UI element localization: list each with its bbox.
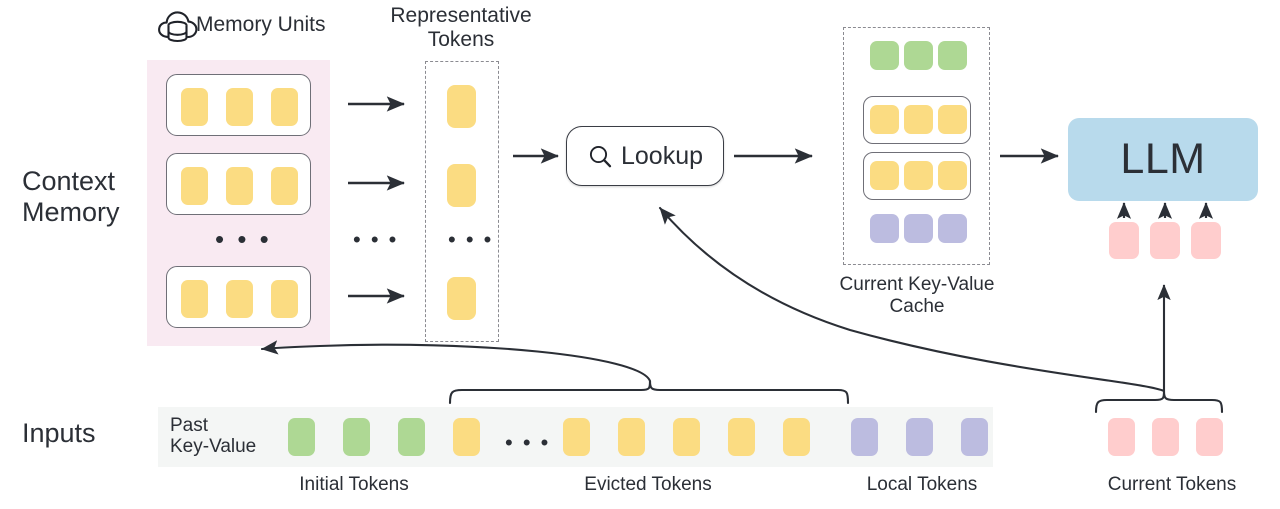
kv-token bbox=[870, 41, 899, 70]
input-token-evicted bbox=[783, 418, 810, 456]
kv-token bbox=[938, 105, 967, 134]
kv-token bbox=[904, 41, 933, 70]
input-token-current bbox=[1152, 418, 1179, 456]
current-token-into-llm bbox=[1109, 222, 1139, 259]
input-token-evicted bbox=[453, 418, 480, 456]
kv-token bbox=[938, 161, 967, 190]
caption-initial-tokens: Initial Tokens bbox=[299, 474, 409, 495]
memory-unit[interactable] bbox=[166, 74, 311, 136]
memory-token bbox=[181, 88, 208, 126]
kv-token bbox=[870, 105, 899, 134]
curve-evicted-to-context-memory bbox=[260, 340, 652, 383]
caption-current-tokens: Current Tokens bbox=[1107, 474, 1237, 495]
header-memory-units: Memory Units bbox=[196, 13, 326, 36]
arrow-memory-to-representative bbox=[348, 96, 405, 304]
memory-token bbox=[271, 88, 298, 126]
memory-unit[interactable] bbox=[166, 153, 311, 215]
caption-local-tokens: Local Tokens bbox=[866, 474, 978, 495]
representative-tokens-ellipsis: • • • bbox=[448, 227, 494, 252]
kv-token bbox=[870, 161, 899, 190]
input-token-initial bbox=[343, 418, 370, 456]
search-icon bbox=[587, 143, 614, 170]
input-token-evicted bbox=[728, 418, 755, 456]
caption-current-kv-cache: Current Key-Value Cache bbox=[839, 274, 995, 318]
llm-box[interactable]: LLM bbox=[1068, 118, 1258, 201]
memory-token bbox=[226, 167, 253, 205]
memory-units-ellipsis: • • • bbox=[215, 224, 272, 254]
brace-current-tokens bbox=[1094, 390, 1224, 414]
caption-evicted-tokens: Evicted Tokens bbox=[584, 474, 712, 495]
kv-token bbox=[904, 161, 933, 190]
input-token-initial bbox=[398, 418, 425, 456]
input-token-evicted bbox=[563, 418, 590, 456]
memory-token bbox=[226, 280, 253, 318]
input-token-initial bbox=[288, 418, 315, 456]
row-label-inputs: Inputs bbox=[22, 418, 96, 448]
input-token-local bbox=[851, 418, 878, 456]
representative-tokens-box bbox=[425, 61, 499, 342]
current-token-into-llm bbox=[1191, 222, 1221, 259]
lookup-box[interactable]: Lookup bbox=[566, 126, 724, 186]
kv-token bbox=[938, 214, 967, 243]
input-token-evicted bbox=[673, 418, 700, 456]
memory-token bbox=[181, 280, 208, 318]
kv-token bbox=[904, 214, 933, 243]
memory-unit[interactable] bbox=[166, 266, 311, 328]
kv-token bbox=[870, 214, 899, 243]
llm-label: LLM bbox=[1120, 135, 1206, 183]
memory-token bbox=[181, 167, 208, 205]
current-token-into-llm bbox=[1150, 222, 1180, 259]
evicted-tokens-ellipsis: • • • bbox=[505, 430, 551, 455]
memory-token bbox=[271, 167, 298, 205]
representative-token bbox=[447, 164, 476, 207]
brace-evicted-tokens bbox=[448, 380, 850, 405]
input-token-current bbox=[1196, 418, 1223, 456]
arrow-column-ellipsis: • • • bbox=[353, 227, 399, 252]
past-key-value-label: Past Key-Value bbox=[170, 415, 257, 458]
header-representative-tokens: Representative Tokens bbox=[390, 4, 532, 52]
cloud-database-icon bbox=[156, 6, 200, 48]
memory-token bbox=[226, 88, 253, 126]
input-token-local bbox=[906, 418, 933, 456]
row-label-context-memory: Context Memory bbox=[22, 166, 120, 228]
kv-token bbox=[904, 105, 933, 134]
kv-token bbox=[938, 41, 967, 70]
representative-token bbox=[447, 277, 476, 320]
input-token-local bbox=[961, 418, 988, 456]
lookup-label: Lookup bbox=[620, 141, 704, 170]
input-token-current bbox=[1108, 418, 1135, 456]
representative-token bbox=[447, 85, 476, 128]
memory-token bbox=[271, 280, 298, 318]
arrow-current-tokens-to-llm bbox=[1116, 202, 1214, 219]
input-token-evicted bbox=[618, 418, 645, 456]
